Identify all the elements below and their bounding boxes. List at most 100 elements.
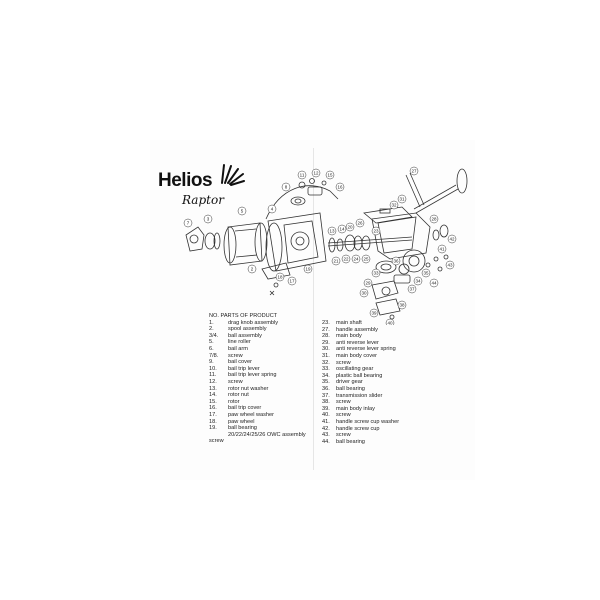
callout: 2 [247, 264, 257, 274]
callout: 33 [371, 268, 381, 278]
bearing [344, 234, 356, 252]
svg-text:18: 18 [277, 275, 283, 280]
parts-row: 3/4.ball assembly [209, 332, 262, 339]
svg-text:4: 4 [271, 207, 274, 212]
rotor-nut [328, 237, 336, 253]
rotor [267, 212, 327, 272]
svg-text:40: 40 [387, 321, 393, 325]
svg-text:35: 35 [423, 271, 429, 276]
callout: 34 [413, 276, 423, 286]
parts-row: 38.screw [322, 399, 351, 406]
callout: 21 [331, 256, 341, 266]
parts-row: 41.handle screw cup washer [322, 418, 400, 425]
svg-text:30: 30 [361, 291, 367, 296]
parts-row: 39.main body inlay [322, 405, 375, 412]
parts-row: 34.plastic ball bearing [322, 372, 383, 379]
parts-row: 29.anti reverse lever [322, 339, 379, 346]
callout: 37 [407, 284, 417, 294]
parts-row: 40.screw [322, 412, 351, 419]
bail-cover [307, 186, 323, 196]
handle-screw-cup-washer [432, 229, 440, 241]
svg-text:42: 42 [449, 237, 455, 242]
sun-rays-icon [221, 164, 245, 186]
drag-knob [185, 226, 205, 252]
svg-text:29: 29 [365, 281, 371, 286]
svg-text:25: 25 [363, 257, 369, 262]
callout: 13 [327, 226, 337, 236]
spool-rim [254, 222, 268, 262]
callout: 5 [237, 206, 247, 216]
svg-text:23: 23 [373, 229, 379, 234]
callout: 41 [437, 244, 447, 254]
parts-row: 17.paw wheel washer [209, 411, 275, 418]
parts-row: 15.rotor [209, 398, 240, 405]
svg-text:34: 34 [415, 279, 421, 284]
callout: 17 [287, 276, 297, 286]
svg-text:13: 13 [329, 229, 335, 234]
parts-row: 27.handle assembly [322, 326, 378, 333]
rotor-face [265, 222, 283, 272]
parts-list-left: NO. PARTS OF PRODUCT 1.drag knob assembl… [209, 313, 306, 451]
callout: 15 [325, 170, 335, 180]
spool-rim [223, 226, 237, 264]
parts-row: 6.bail arm [209, 345, 248, 352]
manual-sheet [150, 140, 475, 480]
callout: 38 [397, 300, 407, 310]
svg-text:37: 37 [409, 287, 415, 292]
main-body-inlay [375, 298, 401, 316]
svg-text:41: 41 [439, 247, 445, 252]
parts-row: 1.drag knob assembly [209, 319, 279, 326]
callout: 20 [345, 222, 355, 232]
parts-row: 5.line roller [209, 339, 251, 346]
svg-text:3: 3 [207, 217, 210, 222]
parts-row: 20/22/24/25/26 OWC assembly [228, 431, 306, 438]
callout: 8 [281, 182, 291, 192]
callout: 40 [385, 318, 395, 325]
parts-row: 37.transmission slider [322, 392, 383, 399]
parts-row: 43.screw [322, 432, 351, 439]
svg-text:8: 8 [285, 185, 288, 190]
callout: 24 [351, 254, 361, 264]
callout: 31 [397, 194, 407, 204]
callout: 11 [297, 170, 307, 180]
parts-list-header: NO. PARTS OF PRODUCT [209, 313, 278, 319]
svg-text:24: 24 [353, 257, 359, 262]
parts-row: 12.screw [209, 378, 243, 385]
parts-row: 10.bail trip lever [209, 365, 260, 372]
line-roller [290, 196, 306, 206]
parts-row: 32.screw [322, 359, 351, 366]
parts-row: 9.bail cover [209, 359, 252, 366]
svg-text:32: 32 [391, 203, 397, 208]
svg-text:44: 44 [431, 281, 437, 286]
callout: 18 [275, 272, 285, 282]
parts-row: 7/8.screw [209, 352, 243, 359]
svg-text:16: 16 [337, 185, 343, 190]
svg-text:43: 43 [447, 263, 453, 268]
callout: 28 [429, 214, 439, 224]
parts-row: screw [209, 438, 224, 445]
washer [213, 232, 221, 250]
svg-text:2: 2 [251, 267, 254, 272]
parts-list-right: 23.main shaft 27.handle assembly 28.main… [322, 320, 399, 445]
parts-row [209, 445, 306, 452]
svg-text:11: 11 [300, 173, 305, 178]
callout: 43 [445, 260, 455, 270]
parts-row: 19.ball bearing [209, 425, 257, 432]
transmission-slider [393, 274, 411, 284]
callout: 23 [371, 226, 381, 236]
page-fold-line [313, 148, 314, 470]
callout: 25 [361, 254, 371, 264]
svg-text:31: 31 [399, 197, 405, 202]
svg-text:26: 26 [357, 221, 363, 226]
svg-text:21: 21 [333, 259, 339, 264]
gear-bearing [398, 263, 410, 275]
parts-row: 16.bail trip cover [209, 405, 262, 412]
svg-text:7: 7 [187, 221, 190, 226]
washer [204, 232, 216, 250]
parts-row: 18.paw wheel [209, 418, 255, 425]
callout: 26 [355, 218, 365, 228]
callout: 12 [311, 168, 321, 178]
parts-row: 2.spool assembly [209, 326, 267, 333]
bail-trip-lever [261, 262, 291, 280]
driver-gear [402, 249, 426, 273]
